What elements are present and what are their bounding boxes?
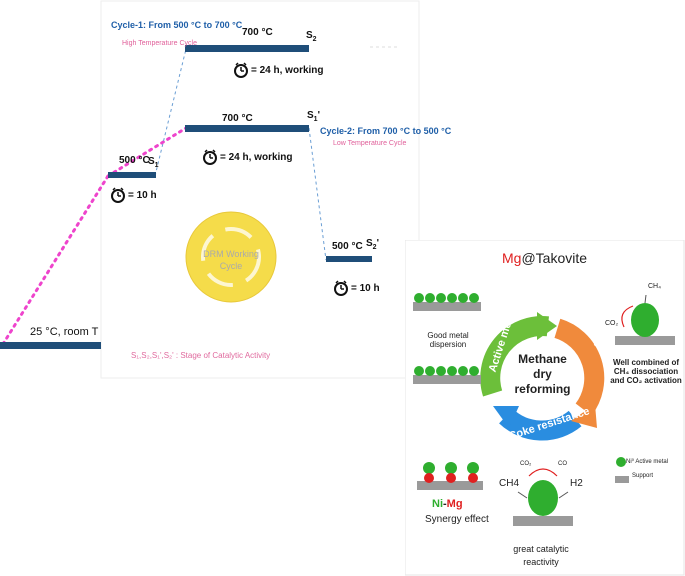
legend-ni-swatch <box>616 457 626 467</box>
connector-500-to-700-top <box>154 48 187 177</box>
mg-takovite-drawing <box>405 240 685 576</box>
drm-cycle-circle <box>185 211 277 303</box>
support-layer <box>413 375 481 384</box>
time-24h-mid: = 24 h, working <box>220 152 293 163</box>
synergy-sample <box>417 462 483 490</box>
time-24h-top: = 24 h, working <box>251 65 324 76</box>
dispersion-sample-bottom <box>413 366 481 384</box>
stage-s1: S1 <box>148 156 159 169</box>
stage-legend-note: S₁,S₂,S₁',S₂' : Stage of Catalytic Activ… <box>131 351 271 360</box>
clock-icon <box>111 187 125 203</box>
right-panel-title: Mg@Takovite <box>502 250 588 266</box>
methane-cycle <box>480 312 605 441</box>
reactivity-sample <box>513 468 573 526</box>
room-temperature-label: 25 °C, room T <box>30 326 99 338</box>
legend-support-swatch <box>615 476 629 483</box>
bar-700-top <box>185 45 309 52</box>
connector-700-to-500-right <box>308 127 327 261</box>
clock-icon <box>334 280 348 296</box>
co2-label-bottom: CO₂ <box>520 461 532 467</box>
support-layer <box>513 516 573 526</box>
arrow-head-green <box>537 312 557 340</box>
arc-active-metal <box>480 316 549 397</box>
arc-basicity <box>554 318 605 416</box>
ni-particle <box>528 480 558 516</box>
reaction-arrow <box>528 468 558 477</box>
ni-mg-label: Ni-Mg <box>432 498 463 510</box>
cycle1-title: Cycle-1: From 500 °C to 700 °C <box>111 20 243 30</box>
co2-label-top: CO₂ <box>605 320 619 327</box>
great-reactivity-text: great catalytic reactivity <box>513 544 569 567</box>
legend-ni0-label: Ni⁰ Active metal <box>626 459 669 465</box>
ch4-label-bottom: CH4 <box>499 478 520 489</box>
center-label: Methane dry reforming <box>514 352 571 396</box>
bar-500-left <box>108 172 156 178</box>
temp-700-mid: 700 °C <box>222 113 253 124</box>
support-layer <box>413 302 481 311</box>
arrow-head-blue <box>493 406 519 428</box>
clock-icon <box>203 149 217 165</box>
h2-label: H2 <box>570 478 583 489</box>
co-label-bottom: CO <box>558 461 567 467</box>
time-10h-left: = 10 h <box>128 190 157 201</box>
ch4-arrow <box>644 294 647 304</box>
synergy-text: Synergy effect <box>425 514 489 525</box>
temp-700-top: 700 °C <box>242 27 273 38</box>
arc-coke-resistance <box>499 408 582 441</box>
cycle2-title: Cycle-2: From 700 °C to 500 °C <box>320 126 452 136</box>
stage-s2-prime: S2' <box>366 238 379 251</box>
well-combined-sample <box>615 294 675 345</box>
room-temperature-bar <box>0 342 101 349</box>
support-layer <box>417 481 483 490</box>
dispersion-sample-top <box>413 293 481 311</box>
ni-particle <box>631 303 659 337</box>
arrow-head-orange <box>571 404 597 428</box>
clock-icon <box>234 62 248 78</box>
stage-s1-prime: S1' <box>307 110 320 123</box>
legend-support-label: Support <box>632 473 654 479</box>
co2-arrow <box>621 305 634 328</box>
ramp-500-to-700 <box>106 126 188 178</box>
ramp-room-to-500 <box>1 174 110 346</box>
drm-cycle-label: DRM Working Cycle <box>203 249 259 271</box>
cycle1-subtitle: High Temperature Cycle <box>122 40 197 47</box>
support-layer <box>615 336 675 345</box>
temperature-program-lines <box>0 0 420 379</box>
temp-500-left: 500 °C <box>119 155 150 166</box>
ch4-label-top: CH₄ <box>648 283 661 290</box>
bar-500-right <box>326 256 372 262</box>
cycle-arrows-icon <box>201 227 261 287</box>
time-10h-right: = 10 h <box>351 283 380 294</box>
cycle2-subtitle: Low Temperature Cycle <box>333 140 407 147</box>
good-dispersion-text: Good metal dispersion <box>427 331 469 349</box>
stage-s2: S2 <box>306 30 317 43</box>
temp-500-right: 500 °C <box>332 241 363 252</box>
bar-700-mid <box>185 125 309 132</box>
well-combined-text: Well combined of CH₄ dissociation and CO… <box>610 358 682 385</box>
